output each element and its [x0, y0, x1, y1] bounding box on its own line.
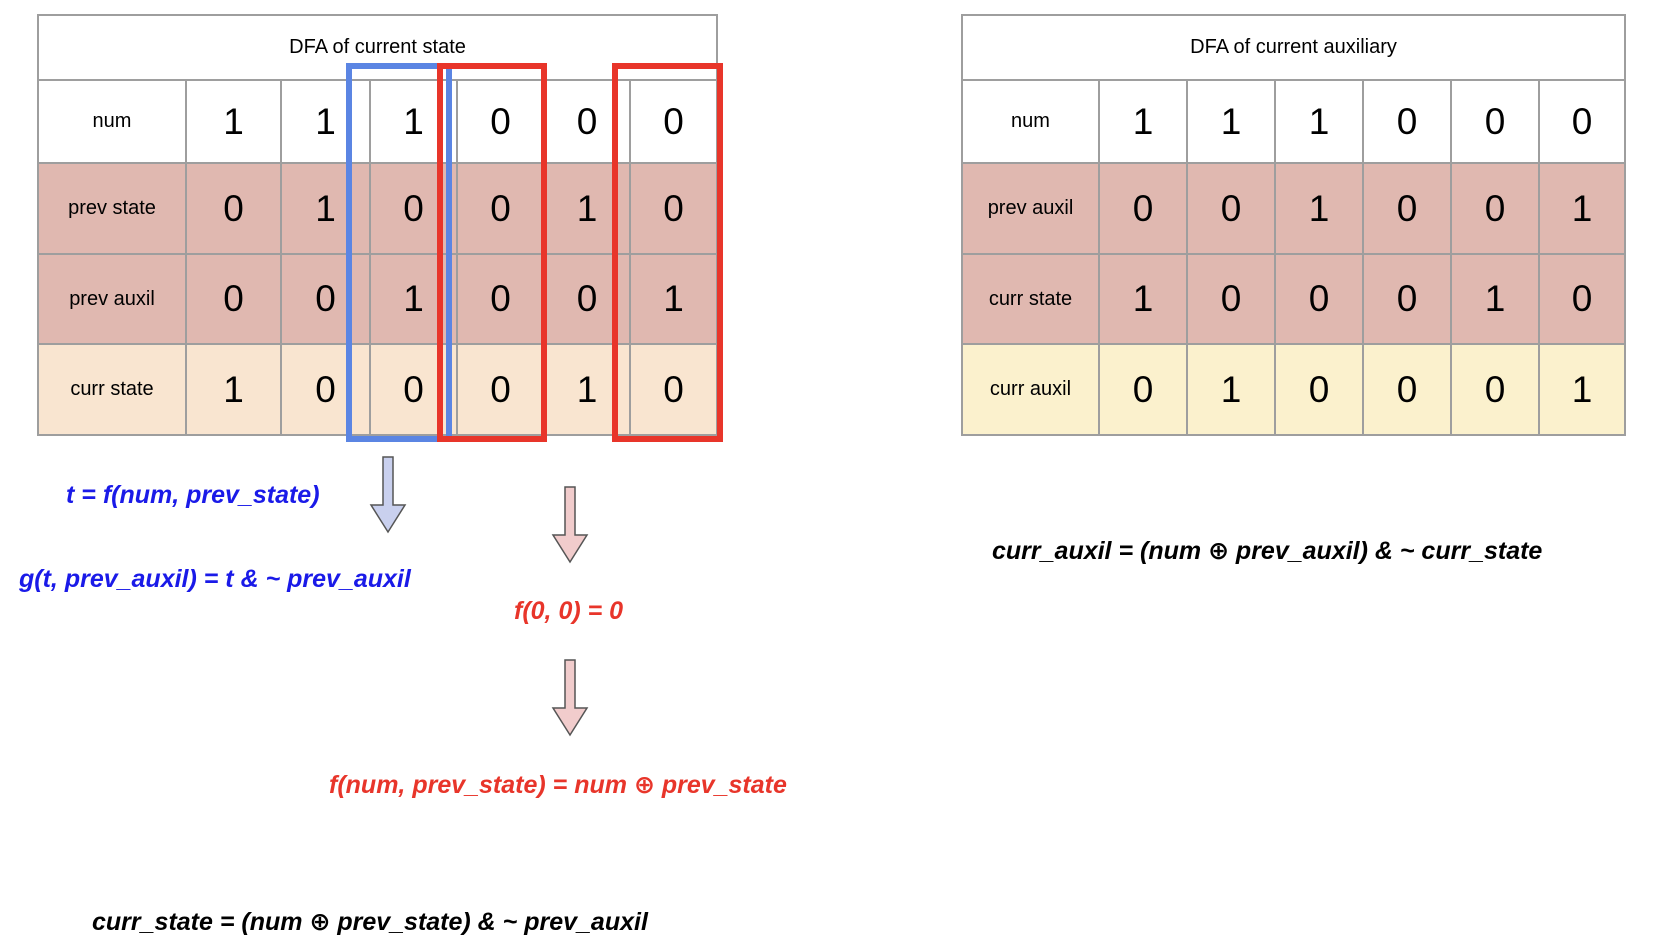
red-column-highlight-2	[612, 63, 723, 442]
row-label: prev state	[37, 162, 187, 255]
red-down-arrow-1	[551, 486, 589, 564]
state-table-title: DFA of current state	[36, 13, 719, 82]
cell: 1	[185, 343, 282, 436]
t-definition: t = f(num, prev_state)	[66, 481, 320, 509]
cell: 0	[1450, 343, 1540, 436]
cell: 0	[1274, 343, 1364, 436]
cell: 0	[1186, 252, 1276, 346]
cell: 0	[628, 343, 719, 436]
cell: 0	[280, 343, 371, 436]
cell: 0	[628, 79, 719, 165]
curr-auxil-formula: curr_auxil = (num ⊕ prev_auxil) & ~ curr…	[992, 537, 1543, 565]
blue-column-highlight	[346, 63, 452, 442]
curr-state-formula: curr_state = (num ⊕ prev_state) & ~ prev…	[92, 908, 648, 936]
cell: 0	[1537, 79, 1627, 165]
cell: 0	[1450, 79, 1540, 165]
f-zero-zero: f(0, 0) = 0	[514, 597, 624, 625]
cell: 0	[1362, 162, 1452, 255]
cell: 0	[185, 162, 282, 255]
cell: 1	[1186, 343, 1276, 436]
cell: 1	[1537, 162, 1627, 255]
red-column-highlight-1	[437, 63, 547, 442]
table-row: curr auxil 0 1 0 0 0 1	[961, 343, 1627, 436]
table-row: prev auxil 0 0 1 0 0 1	[37, 252, 719, 346]
cell: 0	[456, 79, 545, 165]
auxil-dfa-table: DFA of current auxiliary num 1 1 1 0 0 0…	[960, 13, 1627, 436]
auxil-table-title: DFA of current auxiliary	[960, 13, 1627, 82]
cell: 0	[456, 252, 545, 346]
row-label: num	[961, 79, 1100, 165]
cell: 1	[1098, 79, 1188, 165]
table-row: curr state 1 0 0 0 1 0	[961, 252, 1627, 346]
red-down-arrow-2	[551, 659, 589, 737]
row-label: curr auxil	[961, 343, 1100, 436]
cell: 1	[1537, 343, 1627, 436]
row-label: prev auxil	[37, 252, 187, 346]
cell: 1	[280, 162, 371, 255]
cell: 1	[185, 79, 282, 165]
cell: 0	[1098, 343, 1188, 436]
cell: 0	[1274, 252, 1364, 346]
cell: 0	[1450, 162, 1540, 255]
cell: 0	[628, 162, 719, 255]
cell: 0	[1362, 343, 1452, 436]
cell: 0	[456, 343, 545, 436]
cell: 0	[280, 252, 371, 346]
cell: 1	[1186, 79, 1276, 165]
cell: 1	[1274, 79, 1364, 165]
cell: 0	[1362, 79, 1452, 165]
table-row: num 1 1 1 0 0 0	[961, 79, 1627, 165]
f-definition: f(num, prev_state) = num ⊕ prev_state	[329, 771, 787, 799]
cell: 1	[628, 252, 719, 346]
cell: 0	[1362, 252, 1452, 346]
cell: 1	[1450, 252, 1540, 346]
cell: 1	[1274, 162, 1364, 255]
row-label: curr state	[37, 343, 187, 436]
cell: 0	[456, 162, 545, 255]
cell: 1	[280, 79, 371, 165]
g-definition: g(t, prev_auxil) = t & ~ prev_auxil	[19, 565, 411, 593]
table-row: prev auxil 0 0 1 0 0 1	[961, 162, 1627, 255]
row-label: prev auxil	[961, 162, 1100, 255]
row-label: curr state	[961, 252, 1100, 346]
cell: 0	[1098, 162, 1188, 255]
cell: 0	[1537, 252, 1627, 346]
cell: 0	[1186, 162, 1276, 255]
blue-down-arrow	[369, 456, 407, 534]
cell: 0	[185, 252, 282, 346]
row-label: num	[37, 79, 187, 165]
cell: 1	[1098, 252, 1188, 346]
